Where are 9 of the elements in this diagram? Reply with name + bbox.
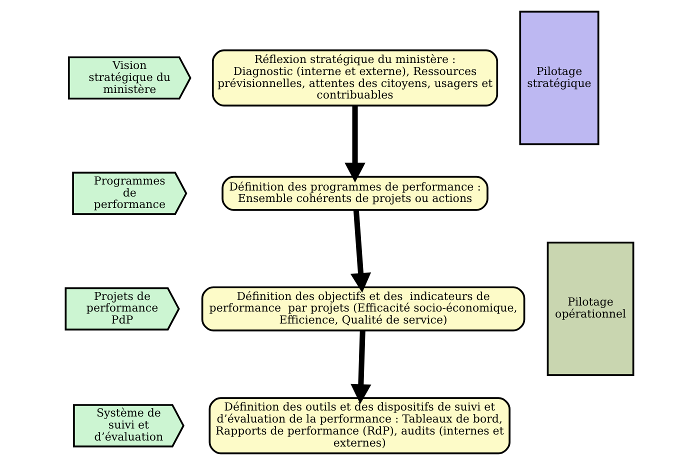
arrow <box>350 330 372 404</box>
node-box: Pilotage stratégique <box>519 10 600 146</box>
node-box: Réflexion stratégique du ministère : Diagnostic (interne et externe), Ressources prévisionnelles, attentes des citoyens, usagers et contribuables <box>212 49 498 106</box>
node-box: Définition des outils et des dispositifs de suivi et d’évaluation de la performance : Tableaux de bord, Rapports de performance (RdP), audits (internes et externes) <box>208 397 510 454</box>
arrow <box>344 106 366 183</box>
node-box: Pilotage opérationnel <box>546 242 634 376</box>
arrow <box>350 210 372 293</box>
node-box: Définition des objectifs et des indicateurs de performance par projets (Efficacité socio-économique, Efficience, Qualité de service) <box>201 286 526 332</box>
node-box: Définition des programmes de performance : Ensemble cohérents de projets ou actions <box>222 176 488 211</box>
